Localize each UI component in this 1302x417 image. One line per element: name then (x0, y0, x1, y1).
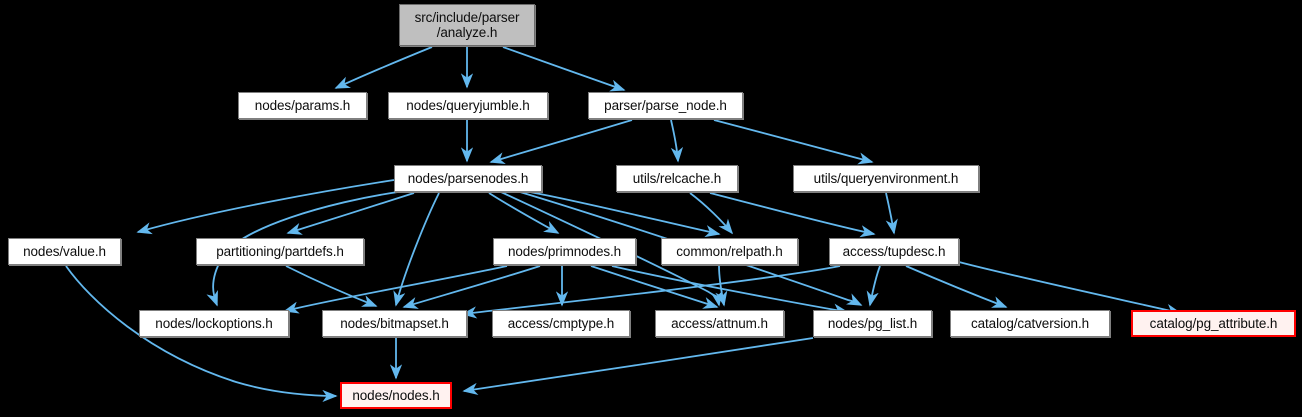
node-label-relpath: common/relpath.h (676, 244, 783, 259)
edges (65, 46, 1182, 403)
edge-primnodes-to-attnum (590, 265, 719, 309)
edge-partdefs-to-bitmapset (285, 265, 378, 307)
node-label-params: nodes/params.h (254, 98, 351, 113)
edge-parsenodes-to-bitmapset (393, 192, 440, 307)
node-lockoptions[interactable]: nodes/lockoptions.h (139, 310, 289, 337)
edge-parsenodes-to-primnodes (488, 192, 560, 234)
node-label-nodes: nodes/nodes.h (352, 388, 440, 403)
node-label-attnum: access/attnum.h (671, 316, 768, 331)
edge-relcache-to-relpath (689, 192, 734, 235)
edge-tupdesc-to-pg_attribute (958, 261, 1182, 316)
node-tupdesc[interactable]: access/tupdesc.h (829, 238, 959, 265)
edge-parse_node-to-queryenvironment (713, 119, 874, 165)
edge-parsenodes-to-pg_list (519, 191, 863, 306)
node-relcache[interactable]: utils/relcache.h (616, 165, 738, 192)
node-label-cmptype: access/cmptype.h (507, 316, 615, 331)
node-parse_node[interactable]: parser/parse_node.h (588, 92, 743, 119)
node-queryjumble[interactable]: nodes/queryjumble.h (388, 92, 548, 119)
edge-analyze-to-params (334, 46, 433, 89)
node-label-relcache: utils/relcache.h (632, 171, 722, 186)
node-label-pg_attribute: catalog/pg_attribute.h (1149, 316, 1278, 331)
node-relpath[interactable]: common/relpath.h (661, 238, 798, 265)
node-label-parse_node: parser/parse_node.h (604, 98, 727, 113)
node-label-bitmapset: nodes/bitmapset.h (340, 316, 449, 331)
edge-parsenodes-to-relpath (529, 191, 721, 238)
edge-relcache-to-tupdesc (709, 192, 876, 238)
node-pg_attribute[interactable]: catalog/pg_attribute.h (1131, 310, 1296, 337)
node-analyze[interactable]: src/include/parser /analyze.h (399, 4, 535, 46)
node-label-parsenodes: nodes/parsenodes.h (407, 171, 529, 186)
edge-primnodes-to-lockoptions (283, 265, 508, 314)
edge-parse_node-to-parsenodes (489, 119, 633, 165)
node-attnum[interactable]: access/attnum.h (655, 310, 784, 337)
node-parsenodes[interactable]: nodes/parsenodes.h (394, 165, 542, 192)
node-primnodes[interactable]: nodes/primnodes.h (493, 238, 636, 265)
node-label-tupdesc: access/tupdesc.h (842, 244, 946, 259)
node-label-queryenvironment: utils/queryenvironment.h (813, 171, 959, 186)
node-label-catversion: catalog/catversion.h (970, 316, 1090, 331)
edge-parsenodes-to-value (136, 179, 395, 235)
edge-parse_node-to-relcache (670, 119, 684, 163)
node-nodes[interactable]: nodes/nodes.h (340, 382, 452, 409)
edge-relpath-to-attnum (715, 265, 728, 307)
edge-primnodes-to-bitmapset (402, 265, 541, 309)
node-queryenvironment[interactable]: utils/queryenvironment.h (793, 165, 979, 192)
node-bitmapset[interactable]: nodes/bitmapset.h (322, 310, 467, 337)
node-label-queryjumble: nodes/queryjumble.h (406, 98, 530, 113)
edge-analyze-to-parse_node (502, 46, 626, 92)
node-params[interactable]: nodes/params.h (238, 92, 367, 119)
edge-primnodes-to-pg_list (611, 265, 849, 316)
edge-queryenvironment-to-tupdesc (885, 192, 898, 235)
edge-tupdesc-to-pg_list (866, 265, 881, 307)
node-cmptype[interactable]: access/cmptype.h (492, 310, 630, 337)
edge-tupdesc-to-bitmapset (461, 265, 841, 319)
node-label-lockoptions: nodes/lockoptions.h (155, 316, 273, 331)
node-value[interactable]: nodes/value.h (8, 238, 121, 265)
node-catversion[interactable]: catalog/catversion.h (950, 310, 1110, 337)
node-label-value: nodes/value.h (23, 244, 106, 259)
edge-parsenodes-to-partdefs (286, 192, 415, 235)
node-label-pg_list: nodes/pg_list.h (827, 316, 918, 331)
node-label-analyze: src/include/parser /analyze.h (414, 10, 520, 40)
node-pg_list[interactable]: nodes/pg_list.h (813, 310, 932, 337)
edge-tupdesc-to-catversion (905, 265, 1008, 308)
node-partdefs[interactable]: partitioning/partdefs.h (196, 238, 364, 265)
edge-value-to-nodes (65, 265, 338, 403)
edge-pg_list-to-nodes (462, 337, 814, 396)
node-label-primnodes: nodes/primnodes.h (507, 244, 622, 259)
node-label-partdefs: partitioning/partdefs.h (216, 244, 344, 259)
